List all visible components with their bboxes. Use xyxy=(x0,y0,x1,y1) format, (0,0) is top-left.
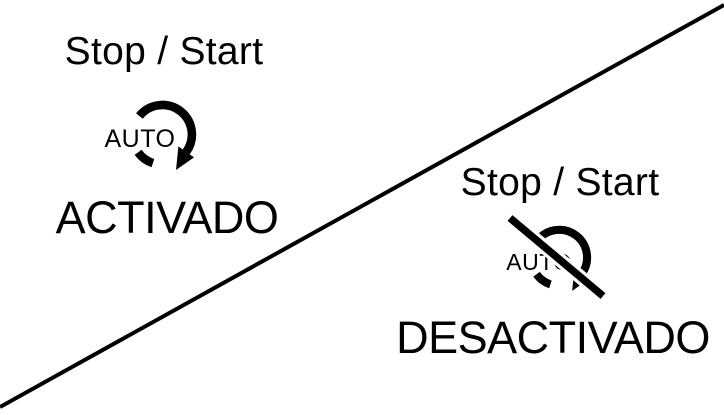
activated-section-title: Stop / Start xyxy=(64,30,264,73)
activated-status-label: ACTIVADO xyxy=(55,192,279,243)
deactivated-status-label: DESACTIVADO xyxy=(396,312,710,363)
diagonal-divider-line xyxy=(0,3,724,409)
deactivated-section-title: Stop / Start xyxy=(460,161,660,204)
auto-icon-label: AUTO xyxy=(105,125,176,153)
disabled-slash-icon xyxy=(505,212,608,302)
